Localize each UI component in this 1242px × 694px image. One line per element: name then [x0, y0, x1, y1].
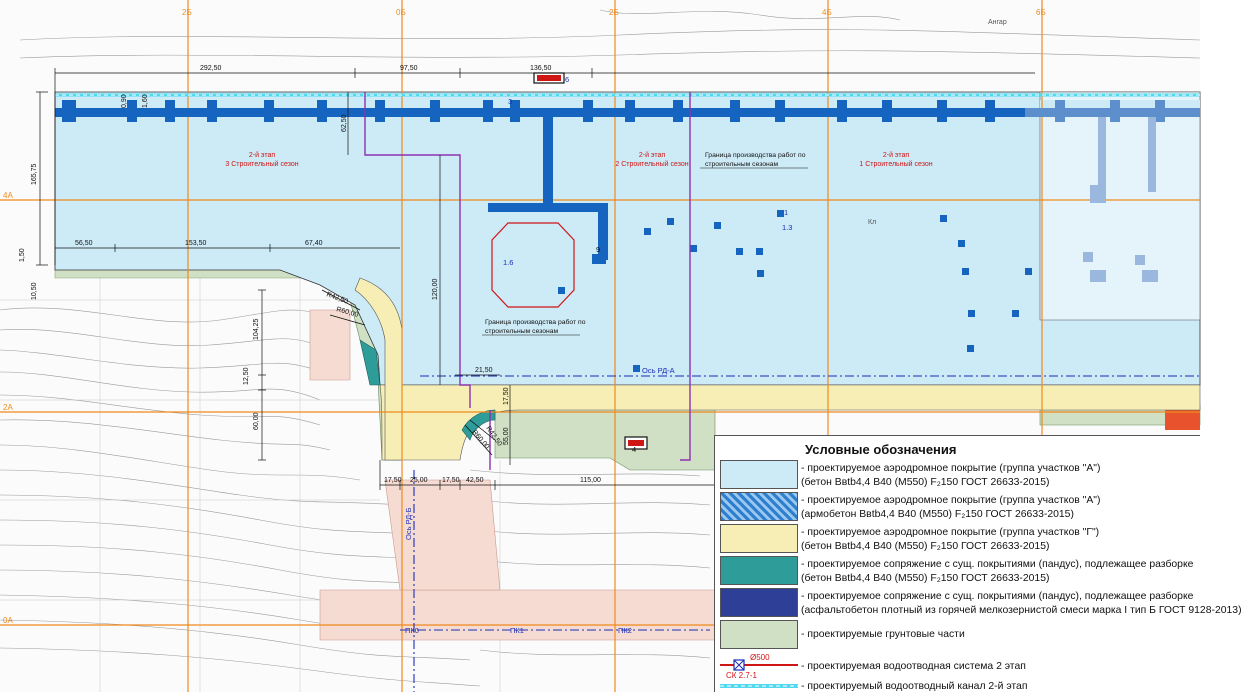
dim-left-1: 1,50 [19, 248, 26, 262]
stage1-line2: 1 Строительный сезон [859, 160, 932, 168]
grid-label-4b: 4Б [822, 8, 832, 17]
grid-label-6b: 6Б [1036, 8, 1046, 17]
dim-left-0: 165,75 [31, 163, 38, 185]
site-plan: 292,50 97,50 136,50 0,90 1,60 62,50 165,… [0, 0, 1201, 692]
legend-panel: Условные обозначения - проектируемое аэр… [714, 435, 1242, 692]
dim-left-5: 60,00 [253, 412, 260, 430]
dim-bot-0: 17,50 [384, 477, 402, 484]
dim-bot-1: 25,00 [410, 477, 428, 484]
axis-lines [400, 375, 1200, 692]
outlet-structures [533, 72, 648, 450]
season-boundary [364, 92, 691, 470]
mark-1-3: 1.3 [782, 223, 792, 232]
stage3-line1: 2-й этап [249, 151, 276, 159]
dim-top-4: 1,60 [142, 94, 149, 108]
swatch-drainage: Ø500 СК 2.7-1 [720, 653, 798, 680]
axis-rd-a-label: Ось РД-А [642, 366, 675, 375]
dim-mid-5: 17,50 [503, 387, 510, 405]
topo-contours [0, 9, 1201, 687]
kl-label: Кл [868, 219, 876, 226]
dim-left-2: 10,50 [31, 282, 38, 300]
legend-text: - проектируемое аэродромное покрытие (гр… [801, 495, 1101, 506]
drainage-diameter: Ø500 [750, 653, 770, 662]
boundary-right-line1: Граница производства работ по [705, 151, 806, 159]
mark-4: 4 [632, 445, 636, 454]
swatch-soil [720, 620, 798, 649]
grid-label-2b-left: 2Б [182, 8, 192, 17]
grid-label-0b: 0Б [396, 8, 406, 17]
legend-text: (асфальтобетон плотный из горячей мелкоз… [801, 605, 1242, 616]
dim-mid-3: 120,00 [432, 278, 439, 300]
mark-9: 9 [596, 245, 600, 254]
swatch-apron [720, 460, 798, 489]
swatch-reinforced [720, 492, 798, 521]
legend-text: - проектируемая водоотводная система 2 э… [801, 661, 1026, 672]
drainage-system [55, 100, 1200, 372]
dim-mid-1: 153,50 [185, 240, 207, 247]
boundary-right-line2: строительным сезонам [705, 161, 779, 168]
dim-top-2: 136,50 [530, 65, 552, 72]
dim-bot-2: 17,50 [442, 477, 460, 484]
dim-mid-0: 56,50 [75, 240, 93, 247]
dim-mid-4: 21,50 [475, 367, 493, 374]
legend-text: (бетон Bвtb4,4 B40 (M550) F₂150 ГОСТ 266… [801, 541, 1050, 552]
dim-left-3: 104,25 [253, 318, 260, 340]
reserved-zone [491, 222, 575, 308]
grid-label-0a: 0А [3, 616, 13, 625]
stage2-line2: 2 Строительный сезон [615, 160, 688, 168]
swatch-group-g [720, 524, 798, 553]
pk1-label: ПК1 [510, 626, 524, 635]
grid-label-4a: 4А [3, 191, 13, 200]
mark-6: 6 [565, 75, 569, 84]
stage3-line2: 3 Строительный сезон [225, 160, 298, 168]
dim-mid-2: 67,40 [305, 240, 323, 247]
legend-text: - проектируемое сопряжение с сущ. покрыт… [801, 591, 1194, 602]
legend-text: - проектируемый водоотводный канал 2-й э… [801, 681, 1028, 692]
axis-rd-b-label: Ось РД-Б [404, 507, 413, 540]
dim-top-5: 62,50 [341, 114, 348, 132]
dimension-lines [36, 68, 1035, 490]
swatch-ramp-asphalt [720, 588, 798, 617]
mark-1: 1 [784, 208, 788, 217]
legend-text: (армобетон Bвtb4,4 B40 (M550) F₂150 ГОСТ… [801, 509, 1074, 520]
pk0-label: ПК0 [405, 626, 419, 635]
dim-top-1: 97,50 [400, 65, 418, 72]
mark-1-6: 1.6 [503, 258, 513, 267]
swatch-ramp-concrete [720, 556, 798, 585]
swatch-canal [720, 684, 798, 688]
ramp-connector [359, 339, 496, 441]
legend-text: - проектируемое сопряжение с сущ. покрыт… [801, 559, 1194, 570]
legend-text: (бетон Bвtb4,4 B40 (M550) F₂150 ГОСТ 266… [801, 477, 1050, 488]
legend-text: - проектируемые грунтовые части [801, 629, 965, 640]
grid-label-2a: 2А [3, 403, 13, 412]
stage1-line1: 2-й этап [883, 151, 910, 159]
dim-left-4: 12,50 [243, 367, 250, 385]
drainage-code: СК 2.7-1 [726, 671, 757, 680]
mark-3: 3 [508, 97, 512, 106]
legend-text: - проектируемое аэродромное покрытие (гр… [801, 463, 1101, 474]
legend-text: - проектируемое аэродромное покрытие (гр… [801, 527, 1100, 538]
dim-bot-3: 42,50 [466, 477, 484, 484]
apron-main [54, 91, 1201, 386]
boundary-left-line2: строительным сезонам [485, 328, 559, 335]
dim-bot-4: 115,00 [580, 477, 601, 484]
dim-top-0: 292,50 [200, 65, 222, 72]
dim-top-3: 0,90 [121, 94, 128, 108]
angar-label: Ангар [988, 19, 1007, 26]
pk2-label: ПК2 [618, 626, 632, 635]
legend-text: (бетон Bвtb4,4 B40 (M550) F₂150 ГОСТ 266… [801, 573, 1050, 584]
dim-mid-6: 55,00 [503, 427, 510, 445]
stage2-line1: 2-й этап [639, 151, 666, 159]
boundary-left-line1: Граница производства работ по [485, 318, 586, 326]
legend-title: Условные обозначения [805, 442, 957, 457]
grid-label-2b: 2Б [609, 8, 619, 17]
